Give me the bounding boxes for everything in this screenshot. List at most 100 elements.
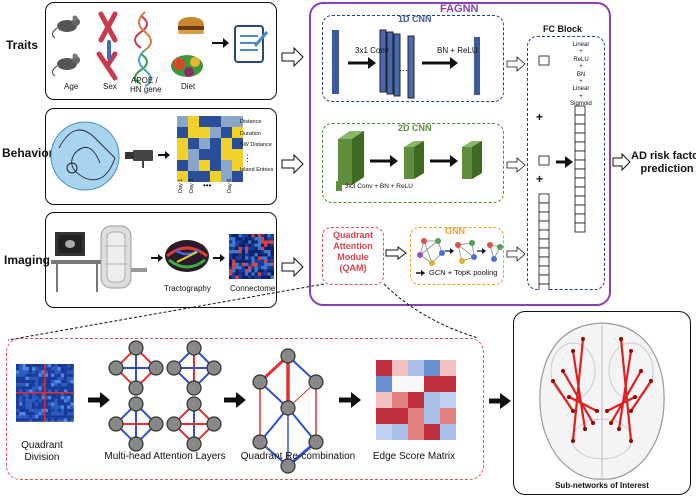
fc-layer-plus: + <box>579 49 583 56</box>
connectome-cell <box>264 237 268 241</box>
connectome-cell <box>245 262 249 267</box>
connectome-cell <box>261 259 265 263</box>
quadrant-cell <box>70 399 74 403</box>
edge-score-cell <box>376 408 392 424</box>
quadrant-cell <box>51 415 55 419</box>
connectome-cell <box>251 262 255 267</box>
fc-layer-plus: + <box>579 79 583 86</box>
heatmap-cell <box>210 171 221 182</box>
recombination-node <box>280 348 296 364</box>
quadrant-cell <box>51 367 55 371</box>
quadrant-cell <box>32 383 36 387</box>
quadrant-cell <box>41 418 45 422</box>
hollow-arrow-icon <box>506 246 526 262</box>
heatmap-cell <box>177 116 188 127</box>
connectome-cell <box>254 246 258 251</box>
quadrant-cell <box>28 383 33 387</box>
heatmap-cell <box>188 138 199 149</box>
burger-icon <box>178 17 204 34</box>
quadrant-cell <box>16 392 20 397</box>
quadrant-cell <box>67 399 71 403</box>
quadrant-cell <box>44 408 49 413</box>
output-label-line2: prediction <box>640 163 694 175</box>
quadrant-cell <box>25 412 29 416</box>
quadrant-cell <box>48 386 52 390</box>
quadrant-cell <box>41 383 45 387</box>
edge-score-label: Edge Score Matrix <box>372 451 456 462</box>
connectome-cell <box>261 240 265 244</box>
quadrant-cell <box>64 415 68 419</box>
quadrant-cell <box>28 367 33 371</box>
connectome-cell <box>245 275 249 279</box>
quadrant-cell <box>32 392 36 397</box>
quadrant-cell <box>64 386 68 390</box>
fc-cell <box>538 238 550 249</box>
heatmap-cell <box>177 171 188 182</box>
quadrant-cell <box>16 389 20 393</box>
quadrant-cell <box>57 402 61 406</box>
heatmap-cell <box>221 138 232 149</box>
quadrant-cell <box>19 367 23 371</box>
quadrant-cell <box>51 389 55 393</box>
connectome-cell <box>245 266 249 270</box>
arrow-icon <box>370 155 398 167</box>
subnetwork-node <box>571 439 575 443</box>
quadrant-cell <box>51 392 55 397</box>
connectome-cell <box>270 234 274 238</box>
quadrant-cell <box>48 412 52 416</box>
quadrant-cell <box>60 396 65 400</box>
quadrant-cell <box>25 386 29 390</box>
quadrant-cell <box>22 392 26 397</box>
quadrant-cell <box>48 408 52 413</box>
quadrant-cell <box>28 405 33 409</box>
quadrant-cell <box>57 364 61 368</box>
connectome-cell <box>238 266 242 270</box>
recombination-node <box>308 374 324 390</box>
subnetwork-node <box>629 349 633 353</box>
heatmap-cell <box>199 127 210 138</box>
heatmap-cell <box>177 138 188 149</box>
quadrant-cell <box>32 370 36 374</box>
quadrant-cell <box>51 399 55 403</box>
quadrant-cell <box>38 364 42 368</box>
quadrant-cell <box>60 373 65 377</box>
quadrant-cell <box>22 383 26 387</box>
edge-score-cell <box>408 424 424 440</box>
quadrant-cell <box>32 380 36 384</box>
connectome-cell <box>254 269 258 273</box>
subnetwork-node <box>605 409 609 413</box>
edge-score-cell <box>408 360 424 376</box>
gnn-title: GNN <box>445 226 465 236</box>
qam-detail-box <box>6 338 484 480</box>
fc-cell <box>574 132 586 143</box>
hollow-arrow-icon <box>506 56 526 72</box>
quadrant-cell <box>41 373 45 377</box>
connectome-cell <box>257 259 262 263</box>
connectome-cell <box>267 234 271 238</box>
connectome-cell <box>267 253 271 257</box>
quadrant-cell <box>16 376 20 381</box>
quadrant-cell <box>25 389 29 393</box>
attention-node <box>148 416 164 432</box>
connectome-cell <box>229 246 233 251</box>
quadrant-cell <box>44 418 49 422</box>
connectome-cell <box>229 253 233 257</box>
quadrant-cell <box>44 392 49 397</box>
clipboard-icon <box>234 25 269 63</box>
connectome-cell <box>264 266 268 270</box>
connectome-cell <box>241 234 246 238</box>
heatmap-cell <box>188 116 199 127</box>
tractography-label: Tractography <box>164 284 211 293</box>
quadrant-cell <box>32 376 36 381</box>
connectome-cell <box>235 240 239 244</box>
connectome-cell <box>241 243 246 247</box>
edge-score-cell <box>440 360 456 376</box>
quadrant-cell <box>28 389 33 393</box>
connectome-cell <box>257 262 262 267</box>
quadrant-cell <box>51 405 55 409</box>
hollow-arrow-icon <box>385 246 407 260</box>
arrow-icon <box>213 254 225 262</box>
quadrant-cell <box>35 386 39 390</box>
quadrant-cell <box>35 396 39 400</box>
quadrant-cell <box>64 370 68 374</box>
